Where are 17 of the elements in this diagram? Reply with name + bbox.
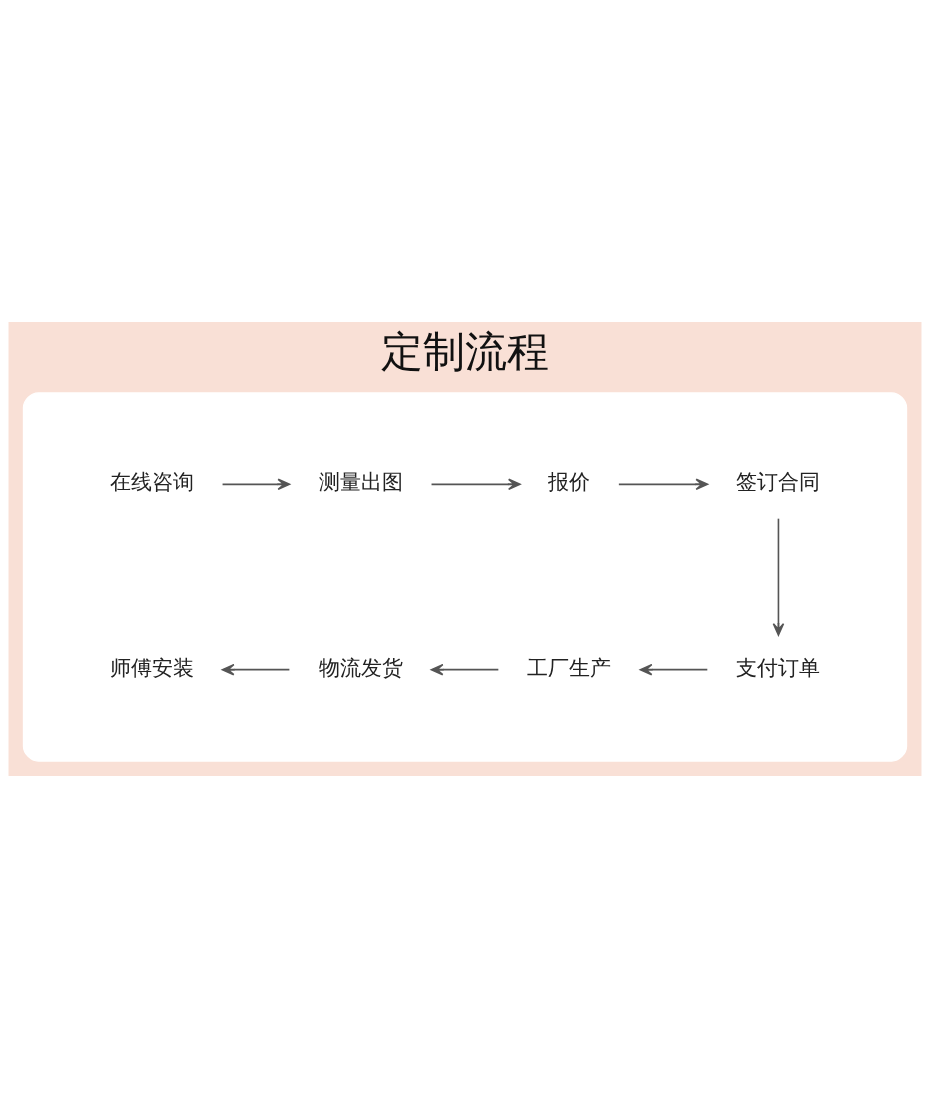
node-text: 报价	[548, 469, 591, 495]
node-text: 师傅安装	[109, 654, 194, 680]
node-text: 物流发货	[318, 654, 403, 680]
node-text: 在线咨询	[109, 469, 194, 495]
arrow	[772, 517, 785, 636]
arrow	[221, 478, 291, 491]
arrow	[430, 663, 500, 676]
node-text: 工厂生产	[527, 654, 612, 680]
node-text: 测量出图	[318, 469, 403, 495]
diagram-title: 定制流程	[381, 326, 549, 376]
arrow	[221, 663, 291, 676]
arrow	[618, 478, 709, 491]
arrow	[430, 478, 521, 491]
arrow	[639, 663, 709, 676]
node-text: 支付订单	[736, 654, 821, 680]
cluster	[22, 392, 908, 762]
node-text: 签订合同	[736, 469, 821, 495]
